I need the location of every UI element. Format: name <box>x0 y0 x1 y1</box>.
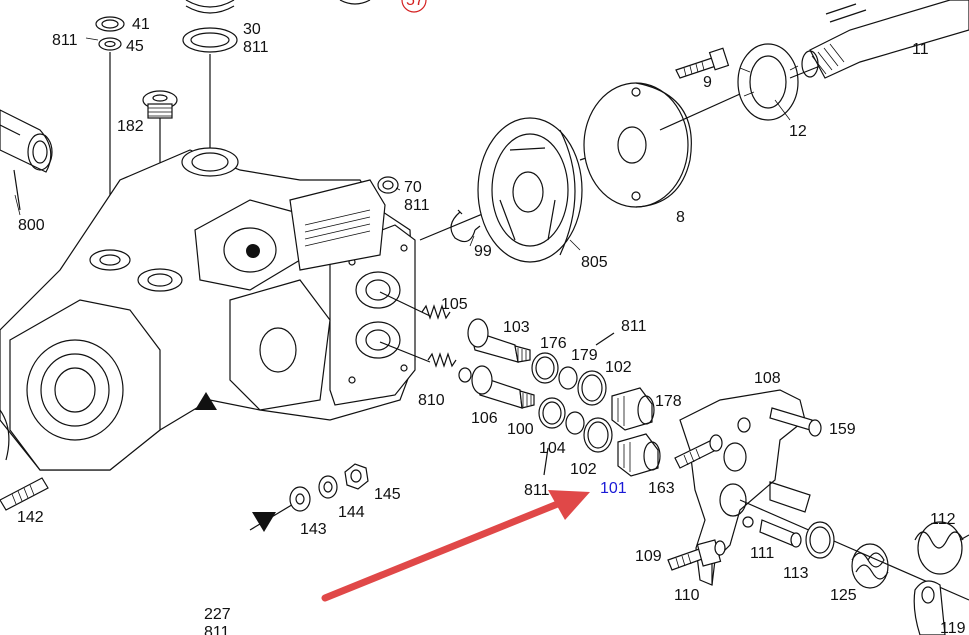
nut-145 <box>344 463 369 490</box>
label-110: 110 <box>674 587 700 604</box>
label-182: 182 <box>117 118 144 135</box>
oring-100 <box>538 397 566 429</box>
shaft-800 <box>0 109 53 173</box>
label-142: 142 <box>17 509 44 526</box>
marker-triangle-down <box>252 512 276 532</box>
label-99: 99 <box>474 243 492 260</box>
bolt-upper-bracket <box>674 434 723 469</box>
label-800: 800 <box>18 217 45 234</box>
label-112: 112 <box>930 511 956 528</box>
label-227: 227 <box>204 606 231 623</box>
label-811-e: 811 <box>524 482 550 499</box>
plug-spring-30 <box>182 0 238 53</box>
label-111: 111 <box>750 545 774 562</box>
spring-125 <box>851 543 889 589</box>
seal-ring-41 <box>95 16 125 32</box>
snap-ring-99 <box>450 209 481 243</box>
label-12: 12 <box>789 123 807 140</box>
label-143: 143 <box>300 521 327 538</box>
label-179: 179 <box>571 347 598 364</box>
leader-lines <box>14 37 791 251</box>
cover-805 <box>477 117 583 263</box>
label-9: 9 <box>703 74 712 91</box>
screw-159 <box>769 407 822 437</box>
spring-105 <box>421 304 451 320</box>
ring-104 <box>565 411 585 435</box>
plug-163 <box>617 433 661 477</box>
shaft-11 <box>801 0 969 79</box>
washer-45 <box>98 37 122 51</box>
part-labels: 41 811 45 30 811 182 800 70 811 99 805 8… <box>17 0 966 635</box>
label-45: 45 <box>126 38 144 55</box>
washer-12 <box>737 43 799 121</box>
oring-176 <box>531 352 559 384</box>
label-145: 145 <box>374 486 401 503</box>
label-101: 101 <box>600 480 627 497</box>
pin-111 <box>759 519 802 548</box>
label-810: 810 <box>418 392 445 409</box>
label-144: 144 <box>338 504 365 521</box>
label-109: 109 <box>635 548 662 565</box>
label-811-c: 811 <box>404 197 430 214</box>
part-57-circle <box>339 0 427 13</box>
plug-182 <box>142 90 178 119</box>
ring-179 <box>558 366 578 390</box>
washer-144 <box>318 475 338 499</box>
label-102-b: 102 <box>570 461 597 478</box>
label-811-d: 811 <box>621 318 647 335</box>
lever-119 <box>913 580 946 635</box>
oring-113 <box>805 521 835 559</box>
label-105: 105 <box>441 296 468 313</box>
label-30: 30 <box>243 21 261 38</box>
label-103: 103 <box>503 319 530 336</box>
label-41: 41 <box>132 16 150 33</box>
bolt-9 <box>675 47 730 79</box>
pointer-arrow <box>321 490 590 602</box>
label-811-b: 811 <box>243 39 269 56</box>
oring-102-lower <box>583 417 613 453</box>
label-11: 11 <box>912 41 929 58</box>
label-119: 119 <box>940 620 966 635</box>
label-106: 106 <box>471 410 498 427</box>
plug-178 <box>611 387 655 431</box>
label-102-a: 102 <box>605 359 632 376</box>
label-805: 805 <box>581 254 608 271</box>
label-178: 178 <box>655 393 682 410</box>
spring-112 <box>914 521 969 575</box>
label-811-a: 811 <box>52 32 78 49</box>
label-125: 125 <box>830 587 857 604</box>
label-108: 108 <box>754 370 781 387</box>
label-104: 104 <box>539 440 566 457</box>
washer-143 <box>289 486 311 512</box>
label-811-f: 811 <box>204 624 230 635</box>
label-57: 57 <box>406 0 424 9</box>
marker-triangle-up <box>195 392 217 410</box>
oring-102-upper <box>577 370 607 406</box>
spring-810 <box>427 352 472 383</box>
label-100: 100 <box>507 421 534 438</box>
label-159: 159 <box>829 421 856 438</box>
label-163: 163 <box>648 480 675 497</box>
spool-106 <box>471 365 535 409</box>
label-176: 176 <box>540 335 567 352</box>
label-70: 70 <box>404 179 422 196</box>
spool-103 <box>467 318 531 363</box>
label-113: 113 <box>783 565 809 582</box>
fitting-70 <box>377 176 399 194</box>
pump-housing <box>0 147 416 471</box>
label-8: 8 <box>676 209 685 226</box>
stud-142 <box>0 477 49 511</box>
plate-8 <box>583 82 692 208</box>
